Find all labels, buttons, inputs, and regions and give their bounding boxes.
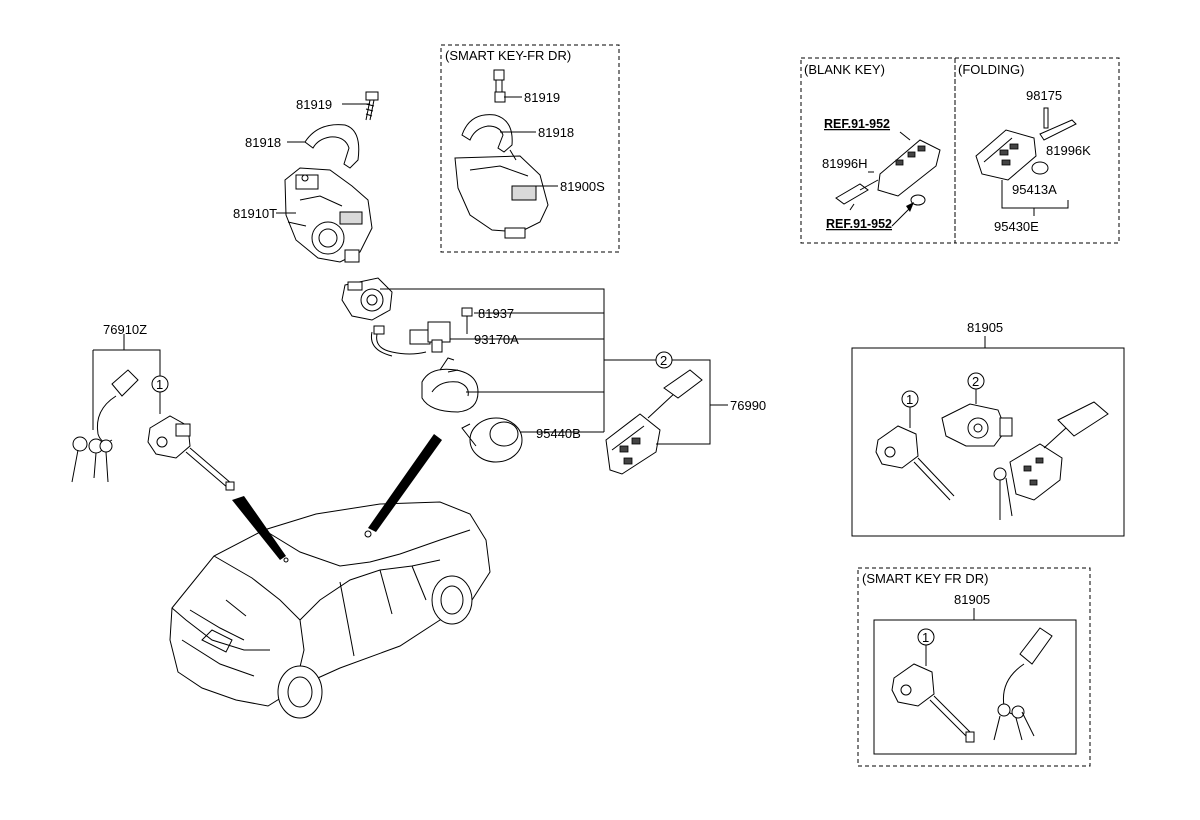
callout-1-left (151, 375, 169, 393)
car-illustration (169, 501, 491, 719)
label-81910T: 81910T (233, 206, 277, 221)
smart-key-fr-dr-top-box (440, 44, 620, 253)
door-cylinder-part (147, 415, 235, 491)
callout-1-bottom-text: 1 (922, 630, 929, 645)
pointer-arrows (232, 434, 442, 560)
folding-box (954, 57, 1120, 244)
wiring-93170A-part (370, 321, 451, 357)
blank-key-parts (835, 131, 941, 227)
callout-2-center-text: 2 (660, 353, 667, 368)
key-set-76910Z-group (92, 334, 161, 430)
folding-key-parts (975, 107, 1077, 216)
immobilizer-ring-95440B-part (461, 417, 523, 463)
ignition-cylinder-part (341, 277, 393, 321)
clamp-81918-part (304, 124, 360, 169)
kit-81905-smart-box (873, 619, 1077, 755)
label-81918: 81918 (245, 135, 281, 150)
smart-key-fr-dr-bottom-title: (SMART KEY FR DR) (862, 571, 988, 586)
smart-key-lock-assembly (454, 69, 549, 239)
callout-2-center (655, 351, 673, 369)
callout-2-right-text: 2 (972, 374, 979, 389)
ref-91-952-bottom[interactable]: REF.91-952 (826, 217, 892, 231)
screw-81937-part (461, 307, 473, 334)
label-93170A: 93170A (474, 332, 519, 347)
folding-key-76990-part (605, 369, 703, 475)
smart-key-fr-dr-top-title: (SMART KEY-FR DR) (445, 48, 571, 63)
label-81919-smart: 81919 (524, 90, 560, 105)
kit-81905-parts (875, 389, 1109, 520)
label-95413A: 95413A (1012, 182, 1057, 197)
label-81905-bottom: 81905 (954, 592, 990, 607)
label-81996K: 81996K (1046, 143, 1091, 158)
label-76910Z: 76910Z (103, 322, 147, 337)
label-76990: 76990 (730, 398, 766, 413)
lock-body-81910T-part (284, 167, 373, 263)
smart-key-fr-dr-bottom-box (857, 567, 1091, 767)
bolt-81919-part (365, 91, 379, 121)
ring-bracket-part (421, 357, 479, 413)
callout-1-left-text: 1 (156, 377, 163, 392)
blank-key-title: (BLANK KEY) (804, 62, 885, 77)
label-95440B: 95440B (536, 426, 581, 441)
label-98175: 98175 (1026, 88, 1062, 103)
label-81919: 81919 (296, 97, 332, 112)
ref-91-952-top[interactable]: REF.91-952 (824, 117, 890, 131)
folding-title: (FOLDING) (958, 62, 1024, 77)
keys-with-fob-part (71, 369, 139, 483)
label-95430E: 95430E (994, 219, 1039, 234)
kit-81905-box (851, 347, 1125, 537)
label-81937: 81937 (478, 306, 514, 321)
callout-1-right-text: 1 (906, 392, 913, 407)
ignition-lock-assembly (284, 91, 379, 263)
label-81905-top: 81905 (967, 320, 1003, 335)
kit-81905-smart-parts (891, 627, 1053, 743)
label-81900S: 81900S (560, 179, 605, 194)
label-81996H: 81996H (822, 156, 868, 171)
label-81918-smart: 81918 (538, 125, 574, 140)
